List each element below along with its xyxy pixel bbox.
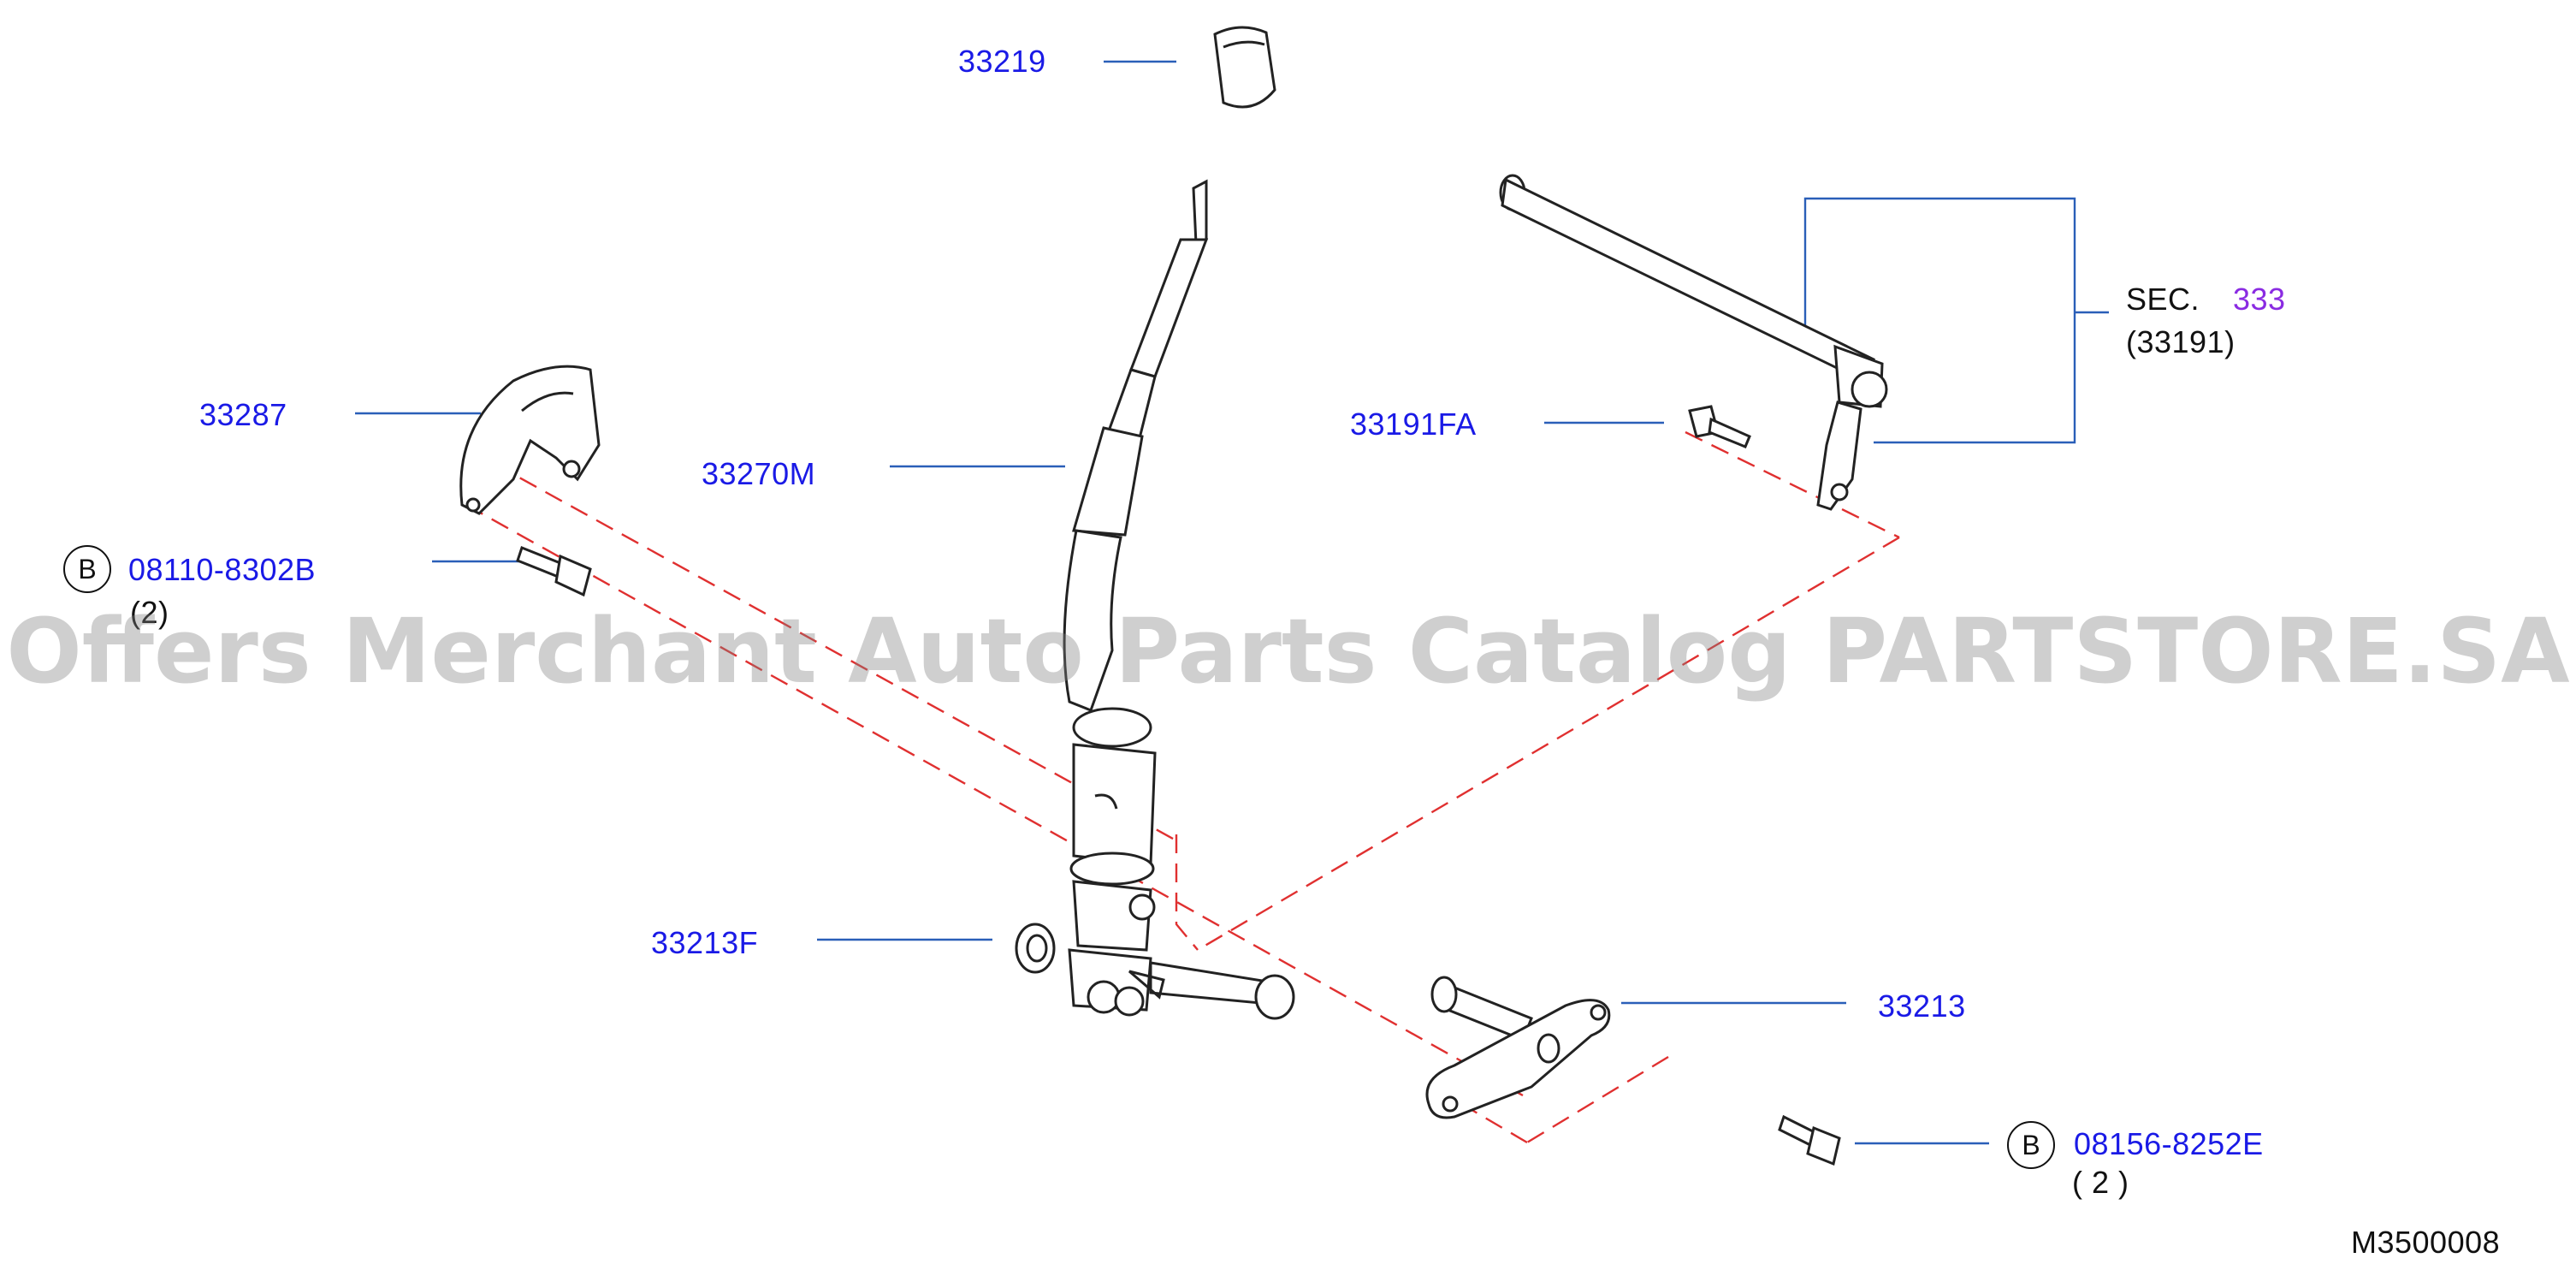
shift-knob-drawing [1213,26,1276,109]
shift-lever-drawing [1063,179,1295,1020]
bolt-drawing-2 [1688,405,1751,448]
shift-lever-arm-drawing [1425,976,1611,1119]
section-link-333[interactable]: 333 [2233,282,2286,317]
bolt-badge-icon: B [2007,1121,2055,1169]
part-label-33287[interactable]: 33287 [199,397,287,432]
part-label-08110-8302b[interactable]: 08110-8302B [128,552,317,587]
bolt-drawing-3 [1778,1114,1841,1166]
drawing-code-label: M3500008 [2351,1225,2501,1260]
bolt-badge-icon: B [63,545,111,593]
part-label-33270m[interactable]: 33270M [702,456,816,491]
part-label-33191fa[interactable]: 33191FA [1350,407,1477,442]
bolt-drawing-1 [516,546,592,597]
control-rod-drawing [1499,174,1888,511]
bracket-drawing [459,365,601,515]
bolt-qty-label: ( 2 ) [2072,1165,2129,1200]
part-label-33213[interactable]: 33213 [1878,988,1966,1024]
washer-drawing [1015,923,1056,974]
part-label-33219[interactable]: 33219 [958,44,1046,79]
bolt-qty-label: (2) [130,595,169,630]
part-label-08156-8252e[interactable]: 08156-8252E [2074,1126,2264,1161]
section-sub-label: (33191) [2126,324,2235,359]
assembly-dashed-lines [465,430,1900,1144]
section-prefix-label: SEC. [2126,282,2200,317]
leader-lines [355,60,2109,1145]
part-label-33213f[interactable]: 33213F [651,925,759,960]
